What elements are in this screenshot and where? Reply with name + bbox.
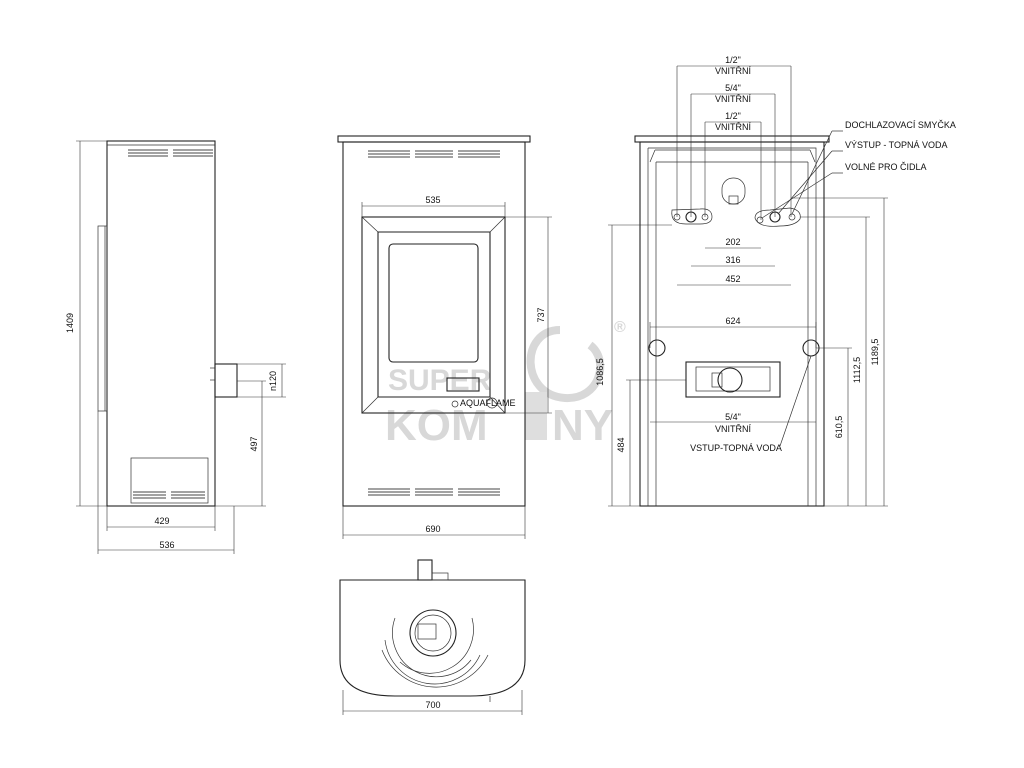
dim-spacing-624: 624 <box>725 316 740 326</box>
front-top-vents <box>368 150 500 158</box>
dim-flue-diameter: n120 <box>268 371 278 391</box>
pipe2-size: 5/4" <box>725 83 741 93</box>
dim-door-width: 535 <box>425 195 440 205</box>
front-door-frame <box>361 216 506 414</box>
front-brand: AQUAFLAME <box>460 398 516 408</box>
dim-door-height: 737 <box>536 307 546 322</box>
watermark-kom: KOM <box>385 401 488 450</box>
dim-back-1112: 1112,5 <box>852 357 862 383</box>
front-glass <box>388 243 479 363</box>
back-flue-outlet <box>685 361 781 398</box>
watermark-super: SUPER <box>388 364 492 397</box>
back-body <box>639 141 825 507</box>
watermark: SUPER KOM NY ® <box>385 319 626 450</box>
front-body <box>342 141 526 507</box>
top-outlet-inner <box>414 614 452 652</box>
dim-top-width: 700 <box>425 700 440 710</box>
callout-hot-water-out: VÝSTUP - TOPNÁ VODA <box>845 140 948 150</box>
back-pipe-labels: 1/2" VNITŘNÍ 5/4" VNITŘNÍ 1/2" VNITŘNÍ <box>676 55 792 220</box>
side-view: 1409 429 536 497 n120 <box>65 140 286 554</box>
dim-front-width: 690 <box>425 524 440 534</box>
side-top-vents <box>128 149 213 157</box>
front-logo-mark <box>451 400 459 408</box>
pipe1-type: VNITŘNÍ <box>715 66 751 76</box>
dim-spacing-202: 202 <box>725 237 740 247</box>
top-outlet-tab <box>417 623 437 640</box>
back-right-connector-plate <box>754 207 801 227</box>
callout-hot-water-in: VSTUP-TOPNÁ VODA <box>690 443 782 453</box>
top-body <box>339 579 526 697</box>
callout-cooling-loop: DOCHLAZOVACÍ SMYČKA <box>845 120 956 130</box>
dim-back-conn-height: 1086,5 <box>595 358 605 386</box>
dim-side-width-outer: 536 <box>159 540 174 550</box>
dim-back-610: 610,5 <box>834 416 844 439</box>
pipe4-type: VNITŘNÍ <box>715 424 751 434</box>
dim-side-height: 1409 <box>65 313 75 333</box>
dim-back-1189: 1189,5 <box>870 339 880 366</box>
top-flue <box>417 559 433 581</box>
callout-sensor-free: VOLNÉ PRO ČIDLA <box>845 162 927 172</box>
side-handle <box>97 225 108 412</box>
pipe1-size: 1/2" <box>725 55 741 65</box>
watermark-registered: ® <box>614 319 626 336</box>
front-door-handle <box>446 377 480 392</box>
top-outlet-outer <box>409 609 457 657</box>
dim-spacing-452: 452 <box>725 274 740 284</box>
watermark-swirl <box>526 326 605 403</box>
watermark-ny: NY <box>552 401 613 450</box>
front-door-knob <box>486 397 498 409</box>
back-top-plate <box>634 135 830 143</box>
back-inner-frame <box>647 147 817 506</box>
front-bottom-vents <box>368 488 500 496</box>
dim-spacing-316: 316 <box>725 255 740 265</box>
back-oval-port <box>721 177 746 205</box>
watermark-chimney <box>525 392 547 440</box>
dim-flue-height: 497 <box>249 436 259 451</box>
pipe3-type: VNITŘNÍ <box>715 122 751 132</box>
top-vent-arcs <box>381 617 489 688</box>
top-view: 700 <box>339 559 526 715</box>
side-flue <box>214 363 238 398</box>
dim-side-width-inner: 429 <box>154 516 169 526</box>
back-view: 1/2" VNITŘNÍ 5/4" VNITŘNÍ 1/2" VNITŘNÍ 2… <box>595 55 956 507</box>
dim-back-lower: 484 <box>616 437 626 452</box>
front-view: AQUAFLAME 535 737 690 <box>337 135 552 539</box>
side-body <box>106 140 216 507</box>
top-flue-base <box>431 572 449 581</box>
front-top-plate <box>337 135 531 143</box>
pipe4-size: 5/4" <box>725 412 741 422</box>
side-bottom-vents <box>133 491 205 499</box>
side-ash-box <box>130 457 209 504</box>
pipe3-size: 1/2" <box>725 111 741 121</box>
back-left-connector-plate <box>671 208 713 225</box>
pipe2-type: VNITŘNÍ <box>715 94 751 104</box>
